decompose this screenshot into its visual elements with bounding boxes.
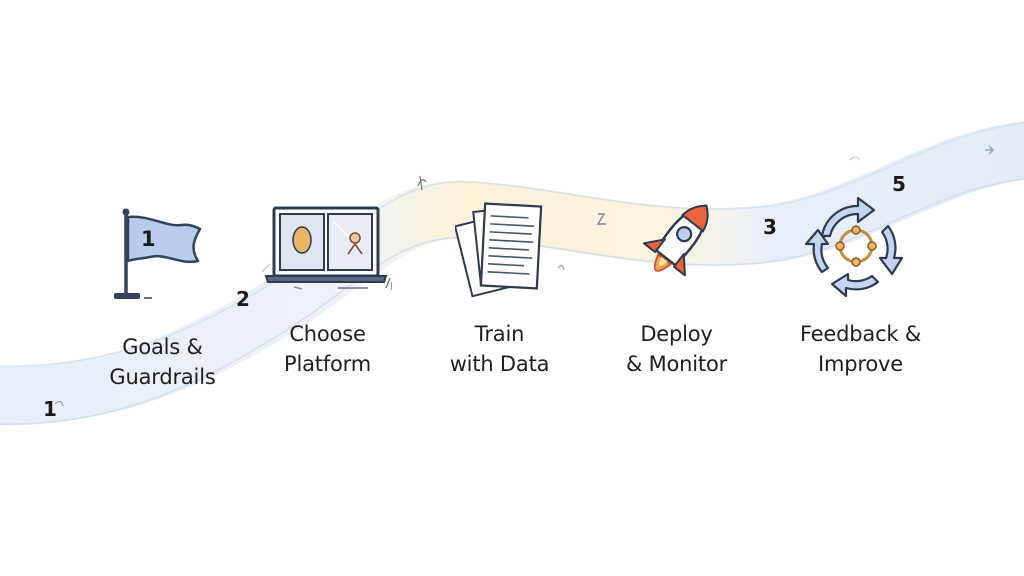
step-label-deploy: Deploy & Monitor — [604, 319, 749, 379]
step-label-line: Platform — [284, 352, 371, 376]
flag-icon: 1 — [110, 205, 210, 305]
step-label-platform: Choose Platform — [255, 319, 400, 379]
step-label-line: Train — [474, 322, 525, 346]
step-label-line: Deploy — [640, 322, 713, 346]
step-label-feedback: Feedback & Improve — [778, 319, 943, 379]
step-label-line: Guardrails — [109, 365, 216, 389]
step-label-line: & Monitor — [625, 352, 728, 376]
step-number-3: 3 — [763, 215, 777, 239]
step-label-goals: Goals & Guardrails — [90, 332, 235, 392]
step-label-line: with Data — [449, 352, 550, 376]
step-number-2: 2 — [236, 287, 250, 311]
sprout-icon — [417, 175, 427, 191]
step-label-line: Goals & — [122, 335, 203, 359]
arrow-mark-icon — [985, 145, 995, 155]
path-start-number: 1 — [43, 397, 57, 421]
step-label-line: Choose — [289, 322, 366, 346]
step-label-line: Improve — [818, 352, 903, 376]
step-number-5: 5 — [892, 172, 906, 196]
step-label-line: Feedback & — [799, 322, 922, 346]
step-label-train: Train with Data — [427, 319, 572, 379]
flag-number: 1 — [141, 227, 156, 251]
cycle-arrows-icon — [800, 192, 916, 302]
zigzag-mark-icon — [596, 213, 606, 225]
rocket-icon — [630, 192, 725, 297]
laptop-icon — [261, 202, 393, 297]
documents-icon — [453, 195, 550, 305]
